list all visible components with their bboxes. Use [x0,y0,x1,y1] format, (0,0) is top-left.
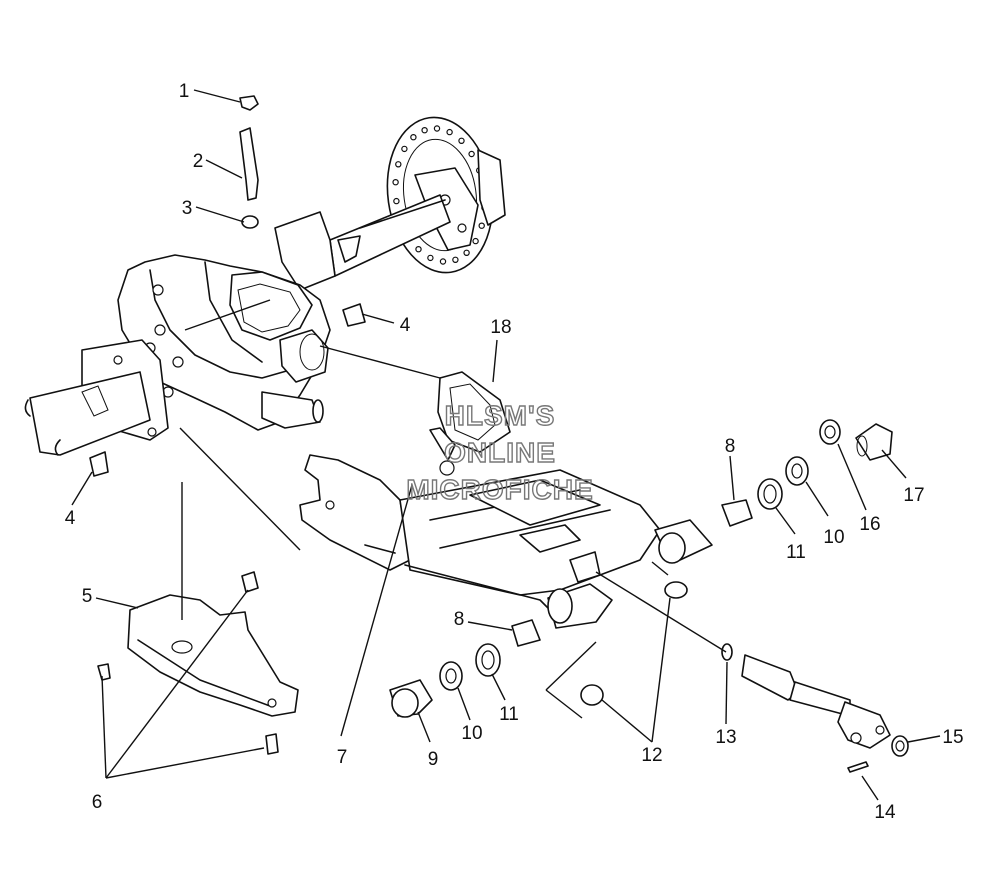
callout-18: 18 [490,317,511,338]
axle-tube-right [274,194,451,291]
axle-tube-left [24,339,169,456]
disc-vent-hole [446,128,453,136]
callout-2: 2 [193,151,204,172]
bolts-4 [89,303,366,477]
disc-vent-hole [478,222,485,229]
disc-vent-hole [410,133,417,141]
disc-vent-hole [468,150,475,158]
callout-11-right: 11 [786,542,806,563]
callout-10-right: 10 [823,527,844,548]
disc-vent-hole [421,126,428,134]
callout-14: 14 [874,802,896,823]
disc-vent-hole [458,137,465,144]
callout-15: 15 [942,727,963,748]
leader-lines [71,89,941,801]
callout-8-left: 8 [454,609,465,630]
screws-6 [97,571,279,755]
vent-parts [239,95,259,229]
disc-vent-hole [415,245,422,253]
callout-11-left: 11 [499,704,519,725]
callout-labels: 1 2 3 4 4 5 6 7 8 8 9 10 10 11 11 12 13 … [65,81,964,823]
disc-vent-hole [463,249,470,256]
callout-16: 16 [859,514,880,535]
callout-9: 9 [428,749,439,770]
watermark-line-3: MICROFICHE [406,474,593,505]
brake-disc [386,116,506,274]
callout-5: 5 [82,586,93,607]
watermark-line-2: ONLINE [444,437,556,468]
callout-1: 1 [179,81,190,102]
callout-8-right: 8 [725,436,736,457]
disc-vent-hole [472,237,479,245]
watermark: HLSM'S ONLINE MICROFICHE [406,399,594,505]
callout-4-upper: 4 [400,315,411,336]
right-pivot-hardware [721,419,893,527]
driveshaft [721,643,909,773]
callout-6: 6 [92,792,103,813]
callout-13: 13 [715,727,736,748]
swing-arm [299,454,713,629]
disc-vent-hole [401,145,408,153]
disc-vent-hole [433,125,441,132]
disc-vent-hole [392,178,399,186]
disc-vent-hole [439,258,447,265]
disc-vent-hole [395,161,402,168]
disc-vent-hole [393,197,400,205]
callout-10-left: 10 [461,723,482,744]
disc-vent-hole [452,256,459,263]
callout-4-lower: 4 [65,508,76,529]
disc-vent-hole [427,254,434,262]
callout-12: 12 [641,745,662,766]
callout-7: 7 [337,747,348,768]
skid-plate [127,594,299,717]
watermark-line-1: HLSM'S [445,400,556,431]
brake-bracket [429,371,511,476]
left-pivot-hardware [389,581,688,718]
callout-17: 17 [903,485,924,506]
callout-3: 3 [182,198,193,219]
